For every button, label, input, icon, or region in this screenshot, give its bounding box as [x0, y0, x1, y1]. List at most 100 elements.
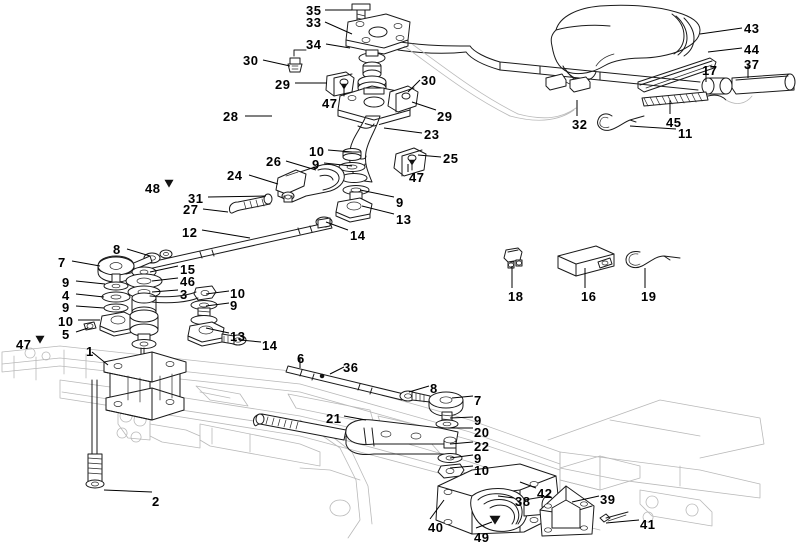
part-26-bracket — [275, 163, 345, 203]
callout-number-47: 47 — [409, 170, 425, 185]
leader-line-2 — [103, 489, 153, 493]
callout-number-31: 31 — [188, 191, 204, 206]
leader-line-30 — [262, 59, 291, 67]
part-7-arm-lower — [428, 391, 464, 429]
part-45-spring — [641, 91, 753, 107]
callout-number-6: 6 — [297, 351, 305, 366]
part-29-clamp-left — [325, 71, 355, 97]
callout-number-4: 4 — [62, 288, 70, 303]
part-7-arm-left — [97, 255, 153, 283]
part-41-screw — [599, 511, 629, 523]
callout-number-13: 13 — [230, 329, 246, 344]
callout-number-45: 45 — [666, 115, 682, 130]
part-43-handlebar-cover — [550, 4, 701, 87]
part-44-grip-pad — [637, 57, 717, 93]
callout-number-23: 23 — [424, 127, 440, 142]
callout-number-17: 17 — [702, 63, 718, 78]
leader-line-33 — [324, 21, 353, 35]
leader-line-9 — [75, 305, 105, 309]
callout-number-39: 39 — [600, 492, 616, 507]
leader-line-49 — [475, 521, 493, 529]
leader-line-3 — [151, 289, 179, 293]
part-32-37-handlebar-tube — [397, 41, 701, 121]
callout-number-9: 9 — [474, 451, 482, 466]
callout-number-47: 47 — [322, 96, 338, 111]
part-12-tie-rod — [123, 221, 333, 275]
callout-number-22: 22 — [474, 439, 490, 454]
callout-number-5: 5 — [62, 327, 70, 342]
leader-line-5 — [75, 327, 89, 333]
callout-number-9: 9 — [396, 195, 404, 210]
leader-line-12 — [201, 229, 251, 239]
leader-line-42 — [519, 481, 537, 489]
part-19-cable-tie — [625, 251, 681, 269]
part-11-cable-tie — [597, 113, 645, 131]
callout-number-26: 26 — [266, 154, 282, 169]
part-2-lower-shaft — [85, 379, 105, 489]
leader-line-14 — [239, 339, 262, 343]
stack-9-4-10-5-left — [83, 273, 137, 337]
leader-line-24 — [248, 174, 279, 185]
part-37-end-tube — [731, 73, 796, 95]
callout-number-2: 2 — [152, 494, 160, 509]
callout-number-30: 30 — [421, 73, 437, 88]
leader-line-15 — [149, 265, 179, 273]
part-14-joint-lower — [221, 333, 247, 346]
leader-line-11 — [629, 125, 677, 130]
leader-line-9 — [359, 189, 395, 198]
callout-number-46: 46 — [180, 274, 196, 289]
leader-line-9 — [75, 280, 106, 285]
leader-line-38 — [497, 495, 515, 499]
leader-line-10 — [205, 290, 230, 295]
callout-number-38: 38 — [515, 494, 531, 509]
leader-line-34 — [325, 43, 351, 49]
leader-line-13 — [205, 327, 230, 334]
callout-number-3: 3 — [180, 287, 188, 302]
callout-number-8: 8 — [113, 242, 121, 257]
callout-number-9: 9 — [230, 298, 238, 313]
part-30-small-bolt-upper — [287, 49, 307, 73]
leader-lines — [71, 9, 749, 529]
leader-line-8 — [126, 248, 151, 257]
leader-line-25 — [417, 154, 442, 158]
part-34-spacer-stack — [357, 49, 387, 95]
callout-number-44: 44 — [744, 42, 760, 57]
leader-line-14 — [325, 221, 349, 231]
part-39-mount-bracket — [539, 485, 595, 537]
part-1-housing — [103, 351, 187, 421]
leader-line-9 — [205, 302, 230, 307]
callout-number-28: 28 — [223, 109, 239, 124]
callout-number-41: 41 — [640, 517, 656, 532]
callout-number-49: 49 — [474, 530, 490, 545]
leader-line-39 — [571, 495, 600, 503]
center-column-stack — [125, 266, 163, 373]
leader-line-21 — [343, 415, 367, 421]
leader-line-9 — [449, 454, 474, 459]
callout-number-18: 18 — [508, 289, 524, 304]
callout-number-7: 7 — [474, 393, 482, 408]
callout-number-8: 8 — [430, 381, 438, 396]
leader-line-7 — [71, 260, 101, 267]
part-20-pitman-arm — [345, 419, 459, 455]
leader-line-26 — [285, 160, 317, 171]
leader-line-41 — [605, 519, 640, 524]
leader-line-43 — [699, 27, 743, 35]
leader-line-36 — [329, 366, 345, 375]
callout-number-21: 21 — [326, 411, 342, 426]
callout-number-9: 9 — [62, 275, 70, 290]
callout-number-47: 47 — [16, 337, 32, 352]
leader-line-46 — [151, 277, 179, 282]
callout-number-10: 10 — [309, 144, 325, 159]
part-6-36-tie-rod-lower — [285, 365, 405, 401]
callout-number-29: 29 — [437, 109, 453, 124]
callout-number-13: 13 — [396, 212, 412, 227]
callout-number-10: 10 — [474, 463, 490, 478]
part-42-bracket-upper — [559, 455, 641, 491]
callout-number-34: 34 — [306, 37, 322, 52]
leader-line-22 — [449, 441, 474, 445]
leader-line-4 — [75, 293, 105, 298]
callout-number-14: 14 — [350, 228, 366, 243]
leader-line-1 — [91, 351, 109, 366]
part-8-joint-lower-right — [399, 390, 431, 403]
callout-number-24: 24 — [227, 168, 243, 183]
